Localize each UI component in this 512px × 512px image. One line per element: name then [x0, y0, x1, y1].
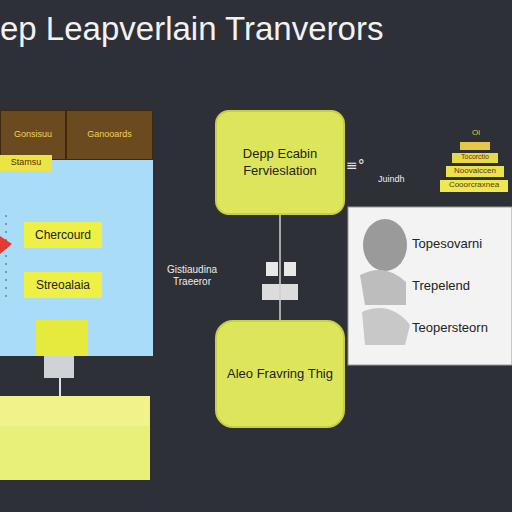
connector	[279, 215, 281, 320]
process-box: Depp Ecabin Fervieslation	[215, 110, 345, 215]
red-marker	[0, 236, 12, 254]
title: ep Leapverlain Tranverors	[0, 10, 383, 48]
plug-left	[266, 262, 278, 276]
label: Oi	[466, 128, 486, 138]
node-text: Ganooards	[87, 129, 132, 140]
pyramid-bar	[452, 153, 498, 163]
label-box: Chercourd	[24, 222, 102, 248]
header-cell: Ganooards	[66, 110, 153, 160]
pyramid-bar	[440, 180, 508, 192]
label-box: Streoalaia	[24, 272, 102, 298]
label: Cooorcraxnea	[440, 180, 508, 190]
shoulder	[360, 270, 406, 305]
node-text: Aleo Fravring Thig	[227, 366, 333, 382]
node-text: Trepelend	[412, 278, 470, 294]
label: Gistiaudina Traeeror	[152, 264, 232, 288]
pyramid-bar	[446, 166, 504, 177]
right-panel	[348, 207, 512, 365]
node-text: Streoalaia	[36, 278, 90, 293]
label: Noovaiccen	[446, 166, 504, 176]
node-text: Chercourd	[35, 228, 91, 243]
header-cell: Gonsisuu	[0, 110, 66, 160]
plug-right	[284, 262, 296, 276]
head	[363, 219, 407, 271]
node-text: Topesovarni	[412, 236, 482, 252]
torso	[362, 308, 410, 345]
process-box: Aleo Fravring Thig	[215, 320, 345, 428]
label: Juindh	[378, 174, 428, 185]
person-panel: TopesovarniTrepelendTeopersteorn	[348, 207, 512, 365]
dots	[6, 215, 7, 300]
stand	[44, 356, 74, 378]
yellow-block	[0, 396, 150, 480]
label: Tocorctio	[452, 153, 498, 161]
yellow-cube	[36, 320, 88, 356]
yellow-block-top	[0, 396, 150, 426]
node-text: Stamsu	[11, 157, 42, 168]
node-text: Teopersteorn	[412, 320, 488, 336]
symbol-equals: ≡°	[346, 157, 365, 173]
node-text: Depp Ecabin Fervieslation	[221, 146, 339, 179]
blue-panel	[0, 160, 153, 356]
header-tag: Stamsu	[0, 155, 52, 171]
node-text: Gonsisuu	[14, 129, 52, 140]
pyramid-bar	[460, 142, 490, 150]
